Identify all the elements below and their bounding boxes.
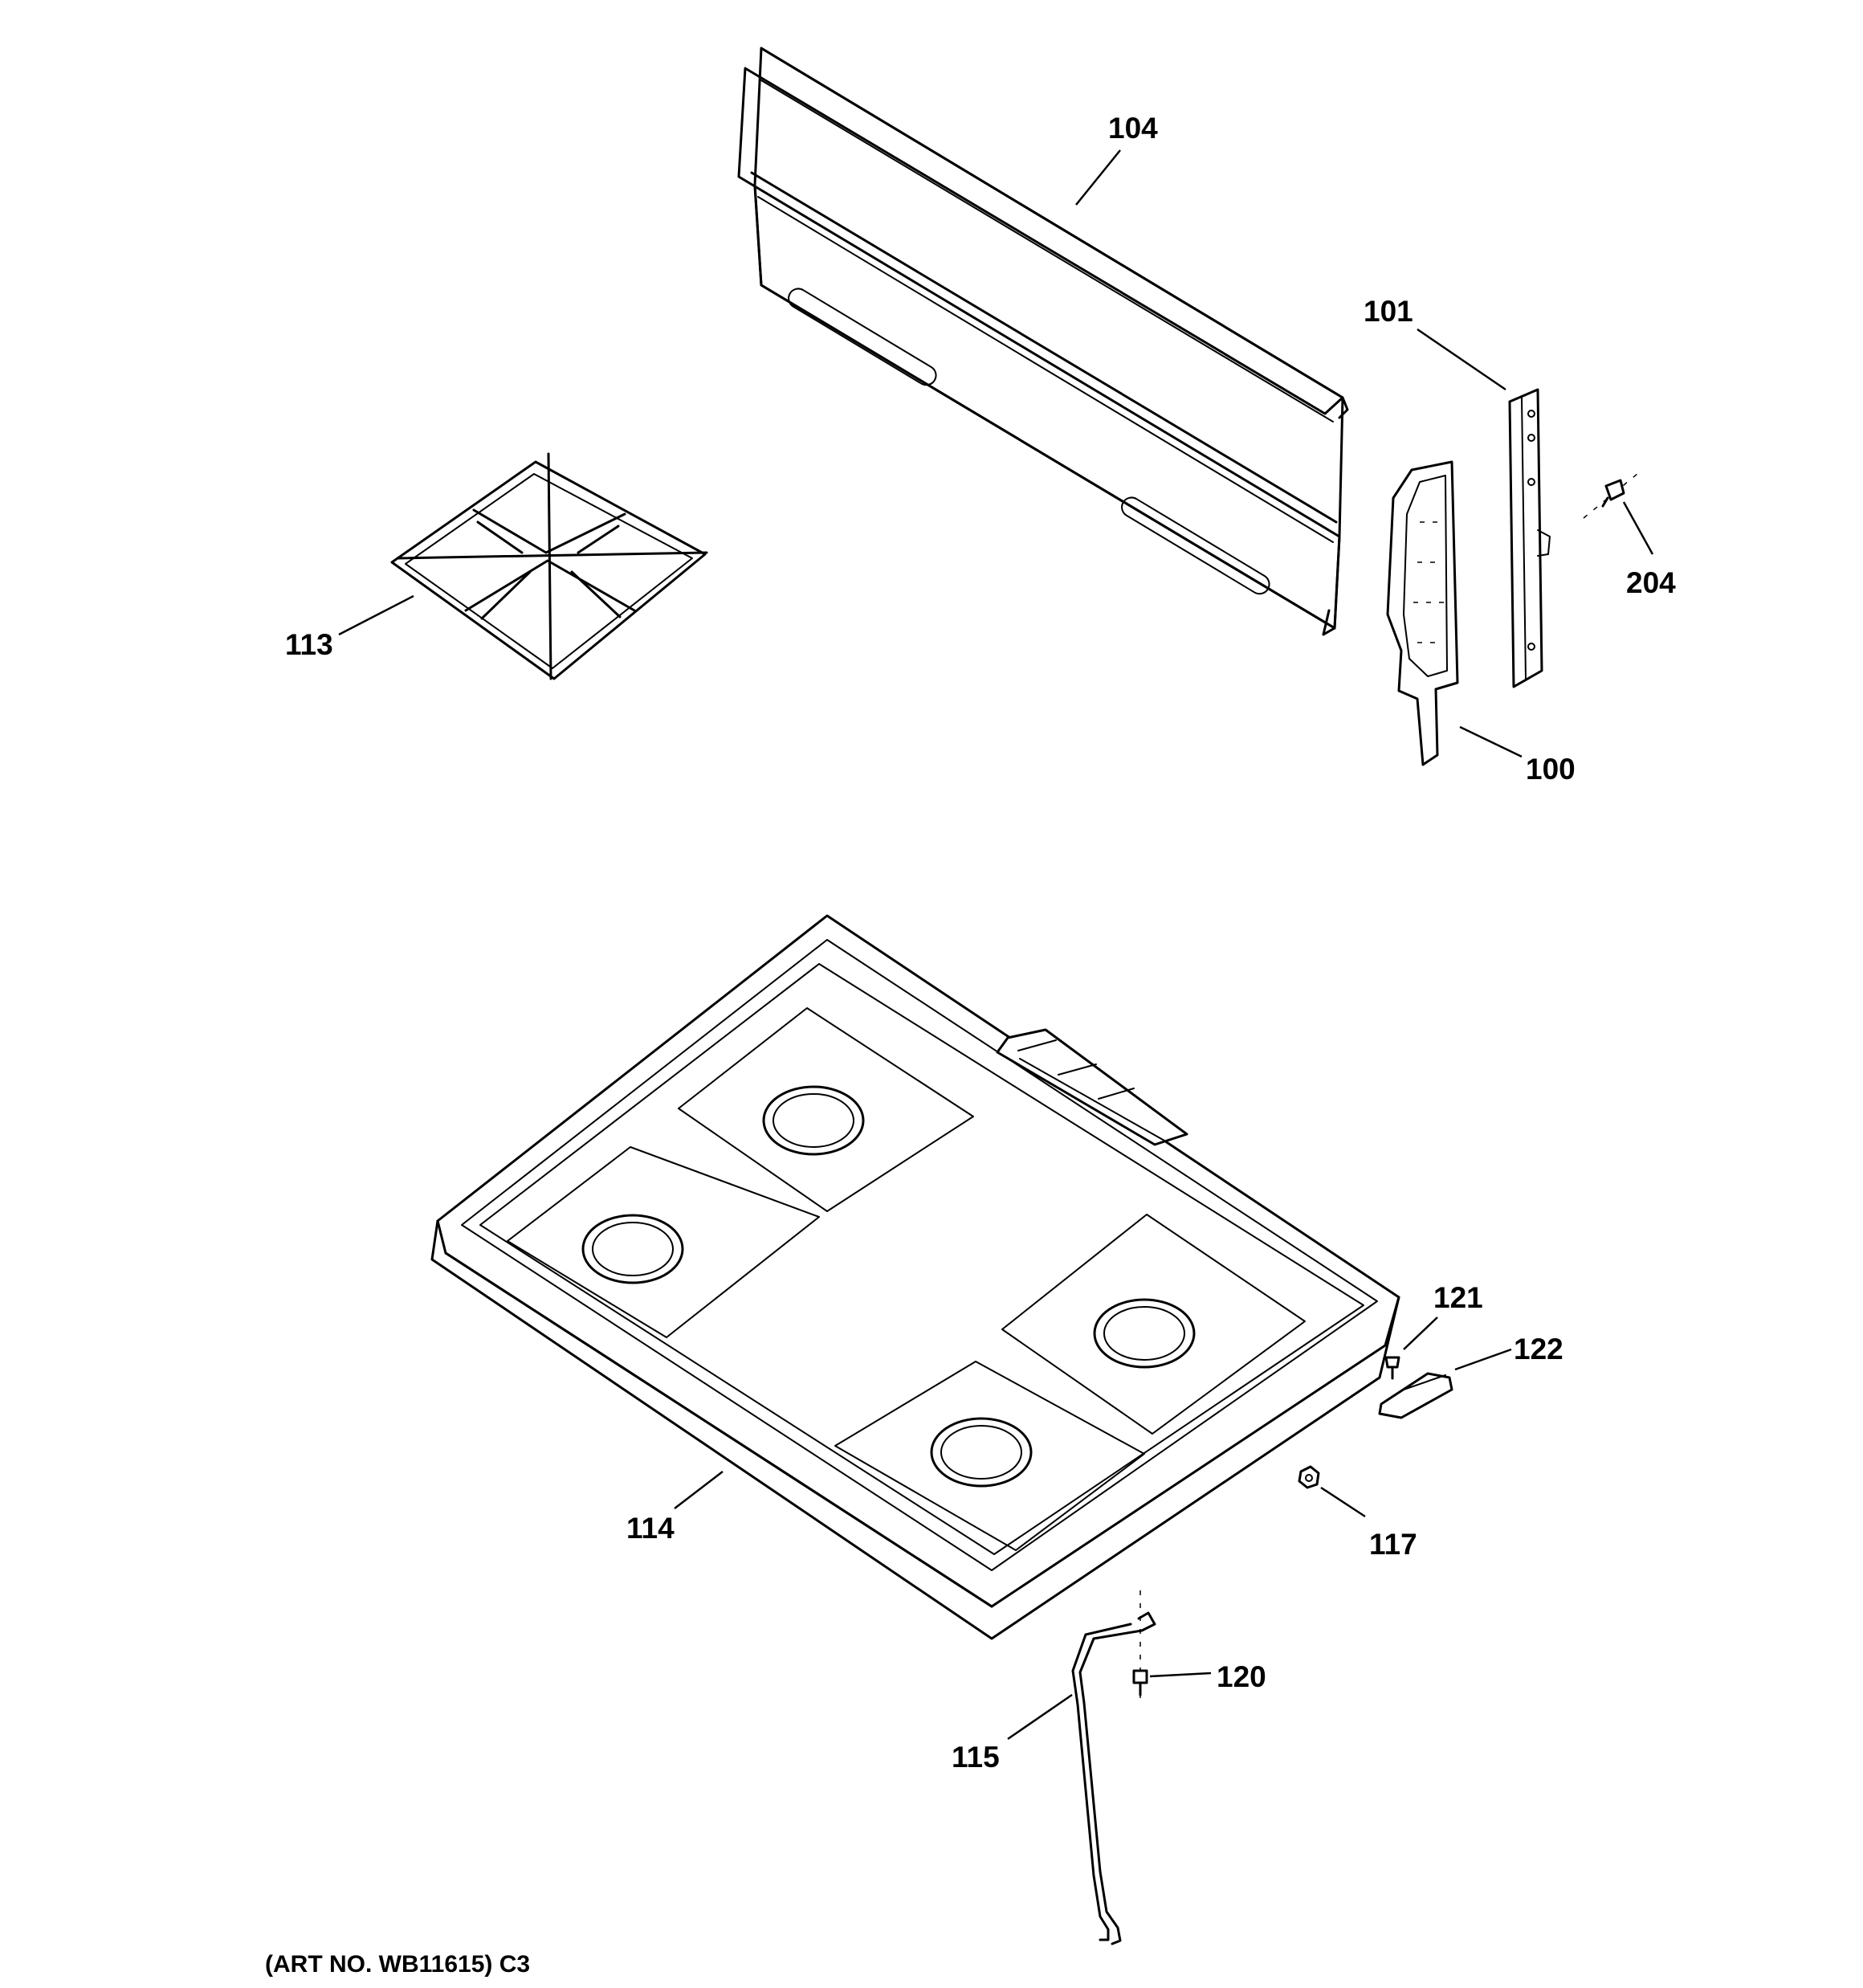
part-label-101: 101	[1364, 295, 1413, 328]
part-label-121: 121	[1433, 1281, 1483, 1314]
side-bracket-101[interactable]	[1508, 388, 1551, 688]
burner-grate-113[interactable]	[390, 452, 708, 680]
clip-122[interactable]	[1378, 1372, 1453, 1419]
part-label-104: 104	[1108, 112, 1158, 145]
part-label-115: 115	[952, 1741, 1000, 1774]
part-label-113: 113	[285, 628, 333, 661]
part-label-122: 122	[1514, 1333, 1563, 1365]
part-label-204: 204	[1626, 566, 1676, 599]
screw-120[interactable]	[1132, 1590, 1148, 1703]
part-label-100: 100	[1526, 753, 1576, 786]
art-number-caption: (ART NO. WB11615) C3	[265, 1951, 530, 1978]
backsplash-panel-104[interactable]	[737, 47, 1349, 636]
screw-204[interactable]	[1583, 469, 1643, 519]
cooktop-114[interactable]	[430, 914, 1400, 1640]
part-label-117: 117	[1369, 1528, 1417, 1561]
nut-117[interactable]	[1298, 1465, 1320, 1489]
leader-lines	[338, 149, 1654, 1741]
end-cap-100[interactable]	[1386, 460, 1459, 766]
support-rod-115[interactable]	[1071, 1611, 1156, 1945]
part-label-114: 114	[626, 1512, 675, 1545]
part-label-120: 120	[1217, 1660, 1266, 1693]
screw-121[interactable]	[1384, 1356, 1400, 1380]
